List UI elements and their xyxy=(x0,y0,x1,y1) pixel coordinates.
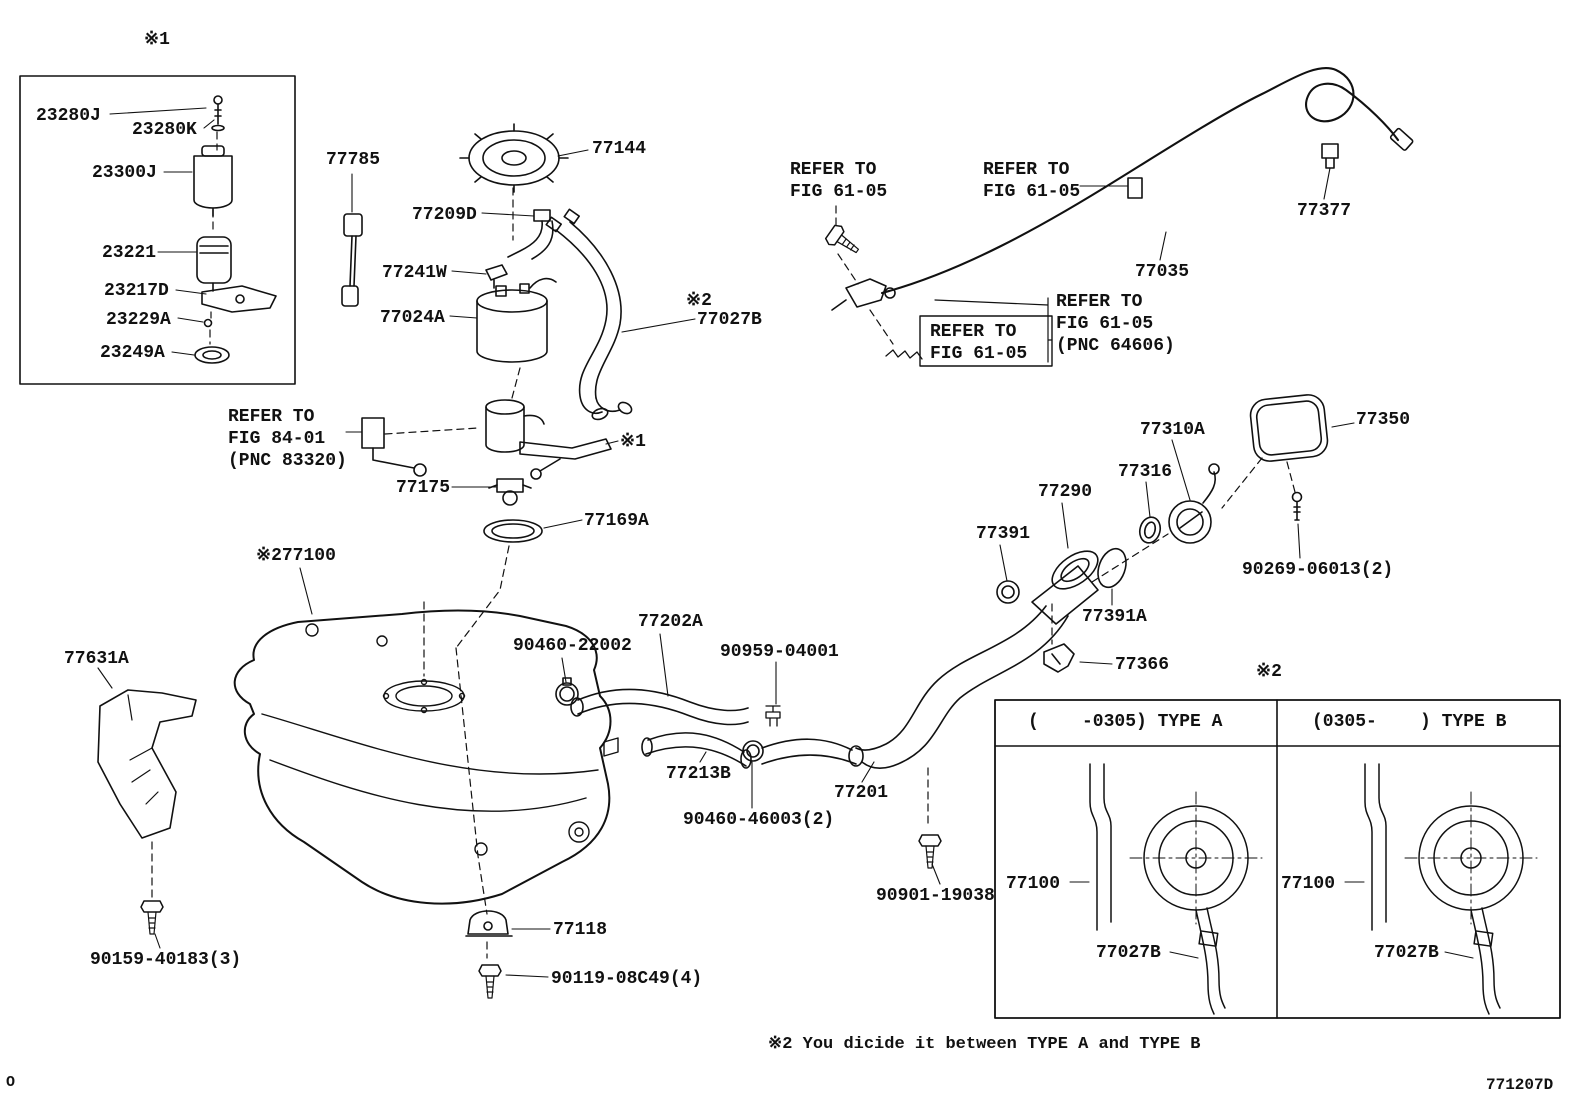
type-table-drawing xyxy=(994,699,1561,1019)
part-label-77213b: 77213B xyxy=(666,764,731,784)
part-label-23217d: 23217D xyxy=(104,281,169,301)
dashed-lines xyxy=(151,131,1296,959)
part-label-77202a: 77202A xyxy=(638,612,703,632)
part-label-77175: 77175 xyxy=(396,478,451,498)
part-label-77366: 77366 xyxy=(1115,655,1170,675)
part-label-77785: 77785 xyxy=(326,150,381,170)
part-label-23229a: 23229A xyxy=(106,310,171,330)
part-label-77100-tank: ※277100 xyxy=(256,546,336,566)
refer-note-fig6105-pnc: REFER TO FIG 61-05 (PNC 64606) xyxy=(1056,292,1175,356)
part-label-90159-40183: 90159-40183(3) xyxy=(90,950,242,970)
part-label-77241w: 77241W xyxy=(382,263,447,283)
leader-lines xyxy=(97,107,1474,978)
part-label-77169a: 77169A xyxy=(584,511,649,531)
refer-note-fig6105-b: REFER TO FIG 61-05 xyxy=(983,160,1081,202)
part-label-23249a: 23249A xyxy=(100,343,165,363)
bracket-77785 xyxy=(341,213,363,307)
marker-pump-assy: ※1 xyxy=(620,432,646,452)
marker-tube-assy: ※2 xyxy=(686,291,712,311)
part-label-23280k: 23280K xyxy=(132,120,197,140)
clamp-77118 xyxy=(465,910,513,999)
part-label-77350: 77350 xyxy=(1356,410,1411,430)
part-label-77024a: 77024A xyxy=(380,308,445,328)
part-label-77316: 77316 xyxy=(1118,462,1173,482)
table-a-label-77027b: 77027B xyxy=(1096,943,1161,963)
filter-77024a xyxy=(476,277,557,363)
locking-ring-77144 xyxy=(459,123,569,193)
part-label-77310a: 77310A xyxy=(1140,420,1205,440)
inset-box-drawing xyxy=(19,75,296,385)
fuel-pump-assembly xyxy=(485,399,612,480)
part-label-77027b: 77027B xyxy=(697,310,762,330)
part-label-77035: 77035 xyxy=(1135,262,1190,282)
part-label-77144: 77144 xyxy=(592,139,647,159)
refer-note-fig8401: REFER TO FIG 84-01 (PNC 83320) xyxy=(228,407,347,471)
corner-mark: O xyxy=(6,1074,16,1091)
table-header-type-a: ( -0305) TYPE A xyxy=(1028,712,1223,732)
refer-note-fig6105-a: REFER TO FIG 61-05 xyxy=(790,160,888,202)
fuel-hoses-drawing xyxy=(555,677,864,769)
footnote-type-choice: ※2 You dicide it between TYPE A and TYPE… xyxy=(768,1035,1201,1054)
part-label-90959-04001: 90959-04001 xyxy=(720,642,839,662)
tubes-77027b xyxy=(545,208,633,421)
part-label-77290: 77290 xyxy=(1038,482,1093,502)
table-b-label-77027b: 77027B xyxy=(1374,943,1439,963)
table-b-label-77100: 77100 xyxy=(1281,874,1336,894)
part-label-90460-22002: 90460-22002 xyxy=(513,636,632,656)
part-label-90119-08c49: 90119-08C49(4) xyxy=(551,969,703,989)
fuel-tank-drawing xyxy=(233,609,619,905)
part-label-77201: 77201 xyxy=(834,783,889,803)
suction-support-77175 xyxy=(483,478,543,543)
part-label-23300j: 23300J xyxy=(92,163,157,183)
part-label-77209d: 77209D xyxy=(412,205,477,225)
part-label-77631a: 77631A xyxy=(64,649,129,669)
tube-77209d xyxy=(485,209,554,289)
part-label-23221: 23221 xyxy=(102,243,157,263)
refer-note-fig6105-c: REFER TO FIG 61-05 xyxy=(930,322,1028,364)
filler-pipe-drawing xyxy=(855,394,1329,869)
part-label-77391: 77391 xyxy=(976,524,1031,544)
part-label-90901-19038: 90901-19038 xyxy=(876,886,995,906)
marker-table: ※2 xyxy=(1256,662,1282,682)
part-label-77118: 77118 xyxy=(553,920,608,940)
part-label-90269: 90269-06013(2) xyxy=(1242,560,1394,580)
part-label-23280j: 23280J xyxy=(36,106,101,126)
marker-inset: ※1 xyxy=(144,30,170,50)
part-label-90460-46003: 90460-46003(2) xyxy=(683,810,835,830)
fuel-sender-drawing xyxy=(361,417,427,477)
figure-code: 771207D xyxy=(1486,1076,1554,1094)
table-header-type-b: (0305- ) TYPE B xyxy=(1312,712,1507,732)
tank-protector-77631a xyxy=(97,689,197,935)
table-a-label-77100: 77100 xyxy=(1006,874,1061,894)
part-label-77391a: 77391A xyxy=(1082,607,1147,627)
part-label-77377: 77377 xyxy=(1297,201,1352,221)
